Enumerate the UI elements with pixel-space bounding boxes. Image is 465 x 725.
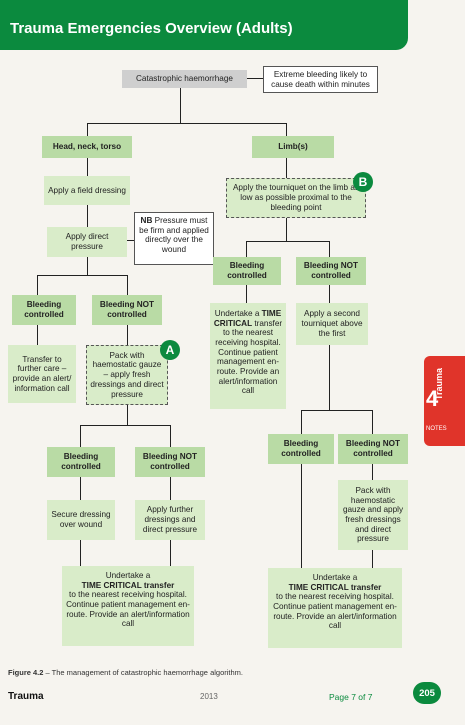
connector <box>80 540 81 566</box>
secure-dressing-node: Secure dressing over wound <box>47 500 115 540</box>
connector <box>170 477 171 500</box>
connector <box>286 123 287 136</box>
connector <box>87 205 88 227</box>
page-footer: Trauma 2013 Page 7 of 7 <box>0 684 465 725</box>
field-dressing-node: Apply a field dressing <box>44 176 130 205</box>
connector <box>37 325 38 345</box>
footer-page-text: Page 7 of 7 <box>329 692 373 702</box>
connector <box>301 464 302 568</box>
connector <box>80 425 170 426</box>
connector <box>286 158 287 178</box>
limb-tc-pre: Undertake a <box>214 309 260 318</box>
badge-a-icon: A <box>160 340 180 360</box>
limb-final-bold: TIME CRITICAL transfer <box>288 582 382 592</box>
head-final-post: to the nearest receiving hospital. Conti… <box>66 590 190 629</box>
connector <box>127 240 134 241</box>
limb-final-pre: Undertake a <box>312 573 358 582</box>
page-title: Trauma Emergencies Overview (Adults) <box>10 20 293 37</box>
connector <box>329 241 330 257</box>
limb-bleeding-not-controlled-2: Bleeding NOT controlled <box>338 434 408 464</box>
connector <box>329 345 330 410</box>
connector <box>87 158 88 176</box>
chapter-side-tab: Trauma 4 NOTES <box>424 356 465 446</box>
start-note: Extreme bleeding likely to cause death w… <box>263 66 378 93</box>
connector <box>180 88 181 123</box>
connector <box>246 241 247 257</box>
nb-label: NB <box>140 216 153 225</box>
connector <box>372 550 373 568</box>
second-tourniquet-node: Apply a second tourniquet above the firs… <box>296 303 368 345</box>
connector <box>127 405 128 425</box>
connector <box>286 218 287 241</box>
pack-gauze-node: Pack with haemostatic gauze – apply fres… <box>86 345 168 405</box>
direct-pressure-node: Apply direct pressure <box>47 227 127 257</box>
limbs-node: Limb(s) <box>252 136 334 158</box>
connector <box>37 275 38 295</box>
connector <box>80 477 81 500</box>
limb-tc-bold: TIME CRITICAL <box>213 309 282 328</box>
connector <box>329 285 330 303</box>
head-final-pre: Undertake a <box>105 571 151 580</box>
further-dressings-node: Apply further dressings and direct press… <box>135 500 205 540</box>
footer-section: Trauma <box>8 691 44 702</box>
page-number-badge: 205 <box>413 682 441 704</box>
connector <box>80 425 81 447</box>
limb-pack-gauze-node: Pack with haemostatic gauze and apply fr… <box>338 480 408 550</box>
header-banner: Trauma Emergencies Overview (Adults) <box>0 0 408 50</box>
side-tab-number: 4 <box>426 386 439 411</box>
badge-b-icon: B <box>353 172 373 192</box>
head-bleeding-not-controlled: Bleeding NOT controlled <box>92 295 162 325</box>
nb-note: NB Pressure must be firm and applied dir… <box>134 212 214 265</box>
connector <box>87 123 286 124</box>
limb-bleeding-not-controlled: Bleeding NOT controlled <box>296 257 366 285</box>
footer-year: 2013 <box>200 692 218 701</box>
limb-bleeding-controlled-2: Bleeding controlled <box>268 434 334 464</box>
connector <box>372 464 373 480</box>
connector <box>246 241 329 242</box>
connector <box>87 123 88 136</box>
connector <box>170 540 171 566</box>
limb-final-post: to the nearest receiving hospital. Conti… <box>273 592 397 631</box>
connector <box>87 257 88 275</box>
caption-text: – The management of catastrophic haemorr… <box>43 668 243 677</box>
head-final-bold: TIME CRITICAL transfer <box>81 580 175 590</box>
caption-label: Figure 4.2 <box>8 668 44 677</box>
head-neck-torso-node: Head, neck, torso <box>42 136 132 158</box>
limb-bleeding-controlled: Bleeding controlled <box>213 257 281 285</box>
head-bleeding-controlled: Bleeding controlled <box>12 295 76 325</box>
limb-tc-post: transfer to the nearest receiving hospit… <box>215 318 283 396</box>
connector <box>246 285 247 303</box>
nb-text: Pressure must be firm and applied direct… <box>139 216 209 255</box>
limb-time-critical-node: Undertake a TIME CRITICAL transfer to th… <box>210 303 286 409</box>
connector <box>170 425 171 447</box>
start-node: Catastrophic haemorrhage <box>122 70 247 88</box>
connector <box>372 410 373 434</box>
connector <box>37 275 127 276</box>
connector <box>127 325 128 345</box>
connector <box>301 410 302 434</box>
tourniquet-node: Apply the tourniquet on the limb as low … <box>226 178 366 218</box>
connector <box>127 275 128 295</box>
figure-caption: Figure 4.2 – The management of catastrop… <box>8 668 243 677</box>
connector <box>247 78 263 79</box>
side-tab-notes: NOTES <box>426 426 447 432</box>
connector <box>301 410 372 411</box>
head-bleeding-controlled-2: Bleeding controlled <box>47 447 115 477</box>
transfer-node: Transfer to further care – provide an al… <box>8 345 76 403</box>
head-bleeding-not-controlled-2: Bleeding NOT controlled <box>135 447 205 477</box>
